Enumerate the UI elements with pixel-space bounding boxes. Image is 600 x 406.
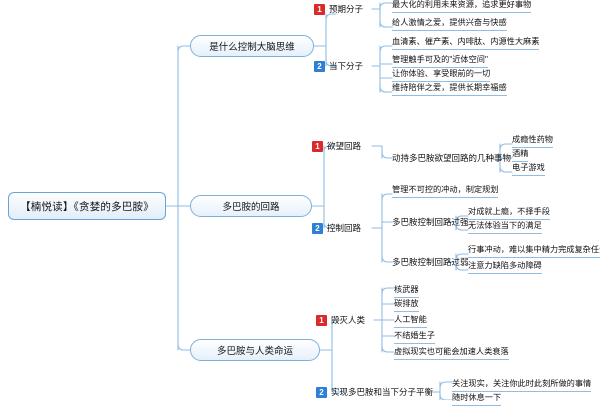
sub-topic[interactable]: 多巴胺控制回路过强 [392, 217, 469, 227]
leaf-item[interactable]: 不结婚生子 [394, 331, 435, 344]
leaf-item[interactable]: 给人激情之爱，提供兴奋与快感 [392, 18, 507, 31]
sub-branch-2-1[interactable]: 1 欲望回路 [312, 140, 361, 152]
sub-branch-label: 实现多巴胺和当下分子平衡 [331, 387, 434, 397]
leaf-item[interactable]: 最大化的利用未来资源，追求更好事物 [392, 0, 532, 13]
badge-number-icon: 1 [314, 3, 325, 15]
leaf-item[interactable]: 对成就上瘾，不择手段 [468, 207, 550, 220]
sub-branch-label: 预期分子 [329, 4, 364, 14]
sub-branch-label: 毁灭人类 [331, 315, 366, 325]
sub-branch-1-2[interactable]: 2 当下分子 [314, 60, 363, 72]
leaf-item[interactable]: 电子游戏 [512, 163, 545, 176]
badge-number-icon: 2 [316, 386, 327, 398]
leaf-item[interactable]: 成瘾性药物 [512, 135, 553, 148]
badge-number-icon: 2 [314, 60, 325, 72]
sub-topic[interactable]: 动持多巴胺欲望回路的几种事物 [392, 153, 512, 163]
sub-branch-3-1[interactable]: 1 毁灭人类 [316, 314, 365, 326]
badge-number-icon: 1 [312, 140, 323, 152]
leaf-item[interactable]: 无法体验当下的满足 [468, 221, 542, 234]
root-node[interactable]: 【楠悦读】《贪婪的多巴胺》 [8, 192, 166, 220]
leaf-item[interactable]: 管理触手可及的"近体空间" [392, 55, 488, 68]
sub-branch-label: 当下分子 [329, 61, 364, 71]
leaf-item[interactable]: 虚拟现实也可能会加速人类衰落 [394, 347, 509, 360]
leaf-item[interactable]: 酒精 [512, 149, 529, 162]
leaf-item[interactable]: 注意力缺陷多动障碍 [468, 261, 542, 274]
sub-branch-2-2[interactable]: 2 控制回路 [312, 222, 361, 234]
leaf-item[interactable]: 维持陪伴之爱，提供长期幸福感 [392, 83, 507, 96]
sub-branch-label: 控制回路 [327, 223, 362, 233]
badge-number-icon: 1 [316, 314, 327, 326]
leaf-item[interactable]: 关注现实，关注你此时此刻所做的事情 [452, 379, 592, 392]
sub-branch-3-2[interactable]: 2 实现多巴胺和当下分子平衡 [316, 386, 433, 398]
leaf-item[interactable]: 核武器 [394, 285, 419, 298]
sub-branch-1-1[interactable]: 1 预期分子 [314, 3, 363, 15]
leaf-item[interactable]: 行事冲动，难以集中精力完成复杂任务 [468, 245, 600, 258]
leaf-item[interactable]: 人工智能 [394, 315, 427, 328]
branch-node-1[interactable]: 是什么控制大脑思维 [190, 35, 314, 57]
leaf-item[interactable]: 碳排放 [394, 299, 419, 312]
sub-branch-label: 欲望回路 [327, 141, 362, 151]
branch-node-2[interactable]: 多巴胺的回路 [190, 195, 312, 217]
branch-node-3[interactable]: 多巴胺与人类命运 [190, 339, 320, 361]
badge-number-icon: 2 [312, 222, 323, 234]
leaf-item[interactable]: 让你体验、享受眼前的一切 [392, 69, 491, 82]
leaf-item[interactable]: 管理不可控的冲动，制定规划 [392, 185, 499, 198]
sub-topic[interactable]: 多巴胺控制回路过弱 [392, 257, 469, 267]
leaf-item[interactable]: 血清素、催产素、内啡肽、内源性大麻素 [392, 37, 540, 50]
